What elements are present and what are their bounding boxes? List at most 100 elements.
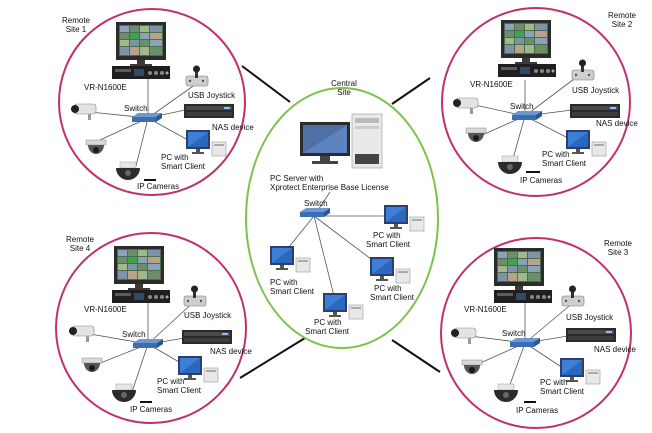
joystick-icon [183, 285, 207, 307]
monitor-icon [501, 20, 551, 64]
speed-dome-icon [497, 155, 523, 175]
cameras-label: IP Cameras [137, 182, 179, 191]
link-site-1 [241, 65, 291, 103]
recorder-icon [494, 290, 552, 303]
recorder-icon [498, 64, 556, 77]
nas-icon [182, 330, 232, 344]
site-links [239, 65, 441, 379]
joystick-label: USB Joystick [184, 311, 232, 320]
cameras-label: IP Cameras [520, 176, 562, 185]
nas-label: NAS device [594, 345, 636, 354]
nas-label: NAS device [210, 347, 252, 356]
link-site-4 [239, 337, 306, 379]
remote-site-4-boundary [55, 232, 247, 424]
link-site-2 [391, 77, 431, 105]
remote-site-3-title-2: Site 3 [608, 248, 629, 257]
switch-icon [132, 113, 162, 122]
nas-label: NAS device [212, 123, 254, 132]
pc-label-2: Smart Client [161, 162, 206, 171]
joystick-label: USB Joystick [566, 313, 614, 322]
switch-icon [510, 338, 540, 347]
dome-camera-icon [85, 139, 107, 155]
link-site-3 [391, 339, 441, 373]
recorder-label: VR-N1600E [84, 83, 127, 92]
pc-icon [565, 129, 607, 157]
pc-icon [383, 204, 425, 232]
server-icon [299, 113, 383, 169]
central-pc-1-label: PC with [373, 231, 401, 240]
remote-site-1-boundary [58, 8, 246, 196]
nas-icon [566, 328, 616, 342]
switch-icon [512, 111, 542, 120]
remote-site-3-boundary [440, 237, 632, 429]
monitor-icon [494, 248, 544, 292]
joystick-icon [185, 65, 209, 87]
remote-site-1-title: Remote [62, 16, 91, 25]
bullet-camera-icon [70, 103, 97, 121]
cameras-label: IP Cameras [516, 406, 558, 415]
switch-label: Switch [502, 329, 526, 338]
pc-label: PC with [161, 153, 189, 162]
remote-site-3-title: Remote [604, 239, 633, 248]
central-pc-3-label: PC with [374, 284, 402, 293]
dome-camera-icon [81, 357, 103, 373]
remote-site-2-title-2: Site 2 [612, 20, 633, 29]
speed-dome-icon [111, 383, 137, 403]
pc-label-2: Smart Client [542, 159, 587, 168]
remote-site-1-title-2: Site 1 [66, 25, 87, 34]
cameras-label: IP Cameras [130, 405, 172, 414]
pc-icon [369, 256, 411, 284]
central-pc-4-label-2: Smart Client [305, 327, 350, 336]
pc-icon [322, 292, 364, 320]
recorder-label: VR-N1600E [470, 80, 513, 89]
remote-site-4-title-2: Site 4 [70, 244, 91, 253]
central-site-boundary [245, 87, 439, 349]
central-pc-2-label-2: Smart Client [270, 287, 315, 296]
pc-icon [269, 245, 311, 273]
central-site: Central Site PC Server with Xprotect Ent… [245, 79, 439, 349]
central-pc-2-label: PC with [270, 278, 298, 287]
pc-label-2: Smart Client [157, 386, 202, 395]
speed-dome-icon [493, 383, 519, 403]
bullet-camera-icon [452, 97, 479, 115]
switch-label: Switch [510, 102, 534, 111]
bullet-camera-icon [68, 325, 95, 343]
joystick-label: USB Joystick [188, 91, 236, 100]
central-site-title: Central [331, 79, 357, 88]
pc-label: PC with [542, 150, 570, 159]
server-label: PC Server with [270, 174, 323, 183]
remote-site-3: Remote Site 3 VR-N1600E USB Joystick Swi… [440, 237, 636, 429]
joystick-label: USB Joystick [572, 86, 620, 95]
central-pc-3-label-2: Smart Client [370, 293, 415, 302]
nas-icon [184, 104, 234, 118]
recorder-label: VR-N1600E [464, 305, 507, 314]
switch-label: Switch [124, 104, 148, 113]
switch-icon [300, 208, 330, 217]
pc-icon [185, 129, 227, 157]
switch-label: Switch [122, 330, 146, 339]
remote-site-4: Remote Site 4 VR-N1600E USB Joystick Swi… [55, 232, 252, 424]
joystick-icon [561, 285, 585, 307]
recorder-icon [112, 66, 170, 79]
central-pc-4-label: PC with [314, 318, 342, 327]
remote-site-2-boundary [441, 7, 631, 197]
nas-icon [570, 104, 620, 118]
central-switch-label: Switch [304, 199, 328, 208]
remote-site-2: Remote Site 2 VR-N1600E USB Joystick Swi… [441, 7, 638, 197]
monitor-icon [116, 22, 166, 66]
remote-site-2-title: Remote [608, 11, 637, 20]
pc-label-2: Smart Client [540, 387, 585, 396]
nas-label: NAS device [596, 119, 638, 128]
central-pc-1-label-2: Smart Client [366, 240, 411, 249]
dome-camera-icon [461, 359, 483, 375]
recorder-icon [112, 290, 170, 303]
monitor-icon [114, 246, 164, 290]
remote-site-4-title: Remote [66, 235, 95, 244]
bullet-camera-icon [450, 327, 477, 345]
server-label-2: Xprotect Enterprise Base License [270, 183, 389, 192]
central-site-title-2: Site [337, 88, 351, 97]
pc-label: PC with [540, 378, 568, 387]
joystick-icon [571, 59, 595, 81]
recorder-label: VR-N1600E [84, 305, 127, 314]
